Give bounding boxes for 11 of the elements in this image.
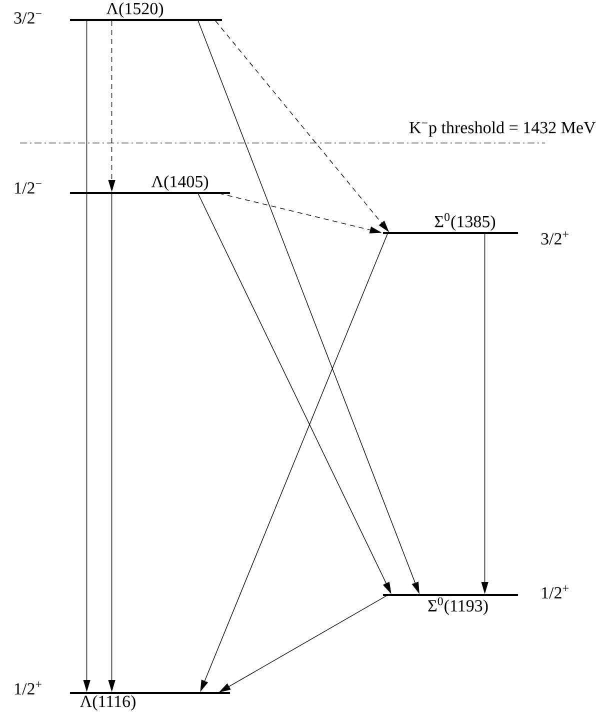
level-label: Σ$^{0}$(1193) — [428, 597, 488, 616]
threshold-label: K$^{−}$p threshold = 1432 MeV — [410, 121, 596, 137]
spin-parity: 3/2$^{−}$ — [14, 12, 42, 24]
spin-parity: 1/2$^{+}$ — [542, 585, 568, 599]
spin-parity: 3/2$^{+}$ — [541, 231, 568, 245]
spin-parity: 1/2$^{−}$ — [15, 182, 42, 194]
level-label: Λ(1405) — [151, 175, 208, 191]
level-label: Λ(1116) — [80, 695, 136, 711]
level-label: Σ$^{0}$(1385) — [434, 213, 496, 231]
level-label: Λ(1520) — [106, 2, 164, 18]
spin-parity: 1/2$^{+}$ — [15, 681, 42, 695]
